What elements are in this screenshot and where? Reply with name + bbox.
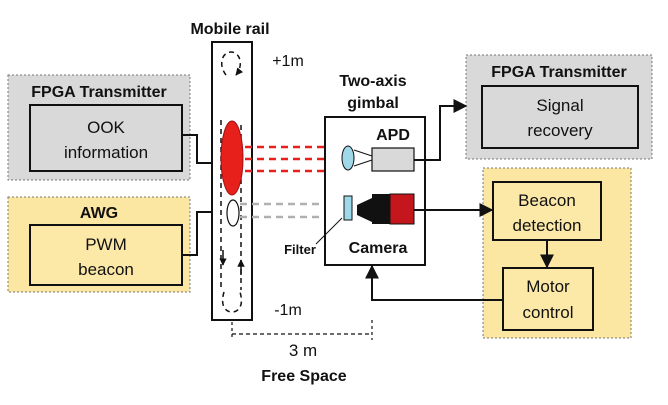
red-beams [245, 139, 342, 179]
pwm-label: PWM [85, 235, 127, 254]
red-led-transmitter [220, 120, 244, 196]
information-label: information [64, 143, 148, 162]
beacon-detection-line2: detection [513, 216, 582, 235]
gimbal-title-line2: gimbal [347, 95, 399, 112]
fpga-transmitter-left-title: FPGA Transmitter [31, 84, 166, 101]
filter-label: Filter [284, 242, 316, 257]
filter-pointer [315, 217, 343, 245]
control-group: Beacon detection Motor control [482, 167, 632, 339]
rail-bottom-label: -1m [274, 302, 302, 319]
distance-marker [231, 320, 373, 340]
awg-group: AWG PWM beacon [7, 196, 191, 293]
white-beacon-led [226, 199, 240, 227]
fpga-transmitter-right-title: FPGA Transmitter [491, 64, 626, 81]
camera-label: Camera [349, 240, 408, 257]
recovery-label: recovery [527, 121, 593, 140]
beacon-detection-line1: Beacon [518, 191, 576, 210]
apd-to-signal-arrow [414, 99, 468, 161]
gray-beams [240, 196, 342, 225]
fpga-transmitter-left-group: FPGA Transmitter OOK information [7, 74, 191, 181]
ook-label: OOK [87, 118, 125, 137]
motor-to-gimbal-arrow [365, 264, 503, 301]
apd-lens [341, 145, 355, 171]
signal-label: Signal [536, 96, 583, 115]
apd-label: APD [376, 127, 410, 144]
rail-motion-top-arrow [220, 51, 244, 76]
filter [343, 195, 353, 221]
beacon-label: beacon [78, 260, 134, 279]
apd-detector [371, 147, 415, 172]
free-space-caption: Free Space [261, 368, 346, 385]
ook-to-rail-arrow [182, 134, 226, 170]
lens-ray-top [353, 149, 373, 157]
rail-motion-bottom [221, 291, 243, 313]
control-label: control [522, 303, 573, 322]
camera-body [372, 194, 390, 224]
rail-top-label: +1m [272, 53, 304, 70]
signal-recovery-box [481, 85, 639, 149]
camera-lens [357, 198, 372, 222]
beacon-detection-box [492, 181, 602, 241]
awg-title: AWG [80, 205, 118, 222]
motor-label: Motor [526, 277, 570, 296]
camera-sensor [389, 193, 415, 225]
motor-control-box [502, 267, 594, 331]
distance-value: 3 m [289, 341, 317, 360]
fpga-transmitter-right-group: FPGA Transmitter Signal recovery [465, 54, 653, 160]
ook-information-box [29, 104, 183, 172]
mobile-rail [211, 41, 253, 321]
lens-ray-bottom [353, 159, 373, 167]
gimbal-title-line1: Two-axis [339, 73, 406, 90]
mobile-rail-title: Mobile rail [190, 21, 269, 38]
pwm-beacon-box [29, 224, 183, 286]
gimbal-box: APD Camera [324, 116, 426, 266]
pwm-to-rail-arrow [182, 205, 226, 256]
